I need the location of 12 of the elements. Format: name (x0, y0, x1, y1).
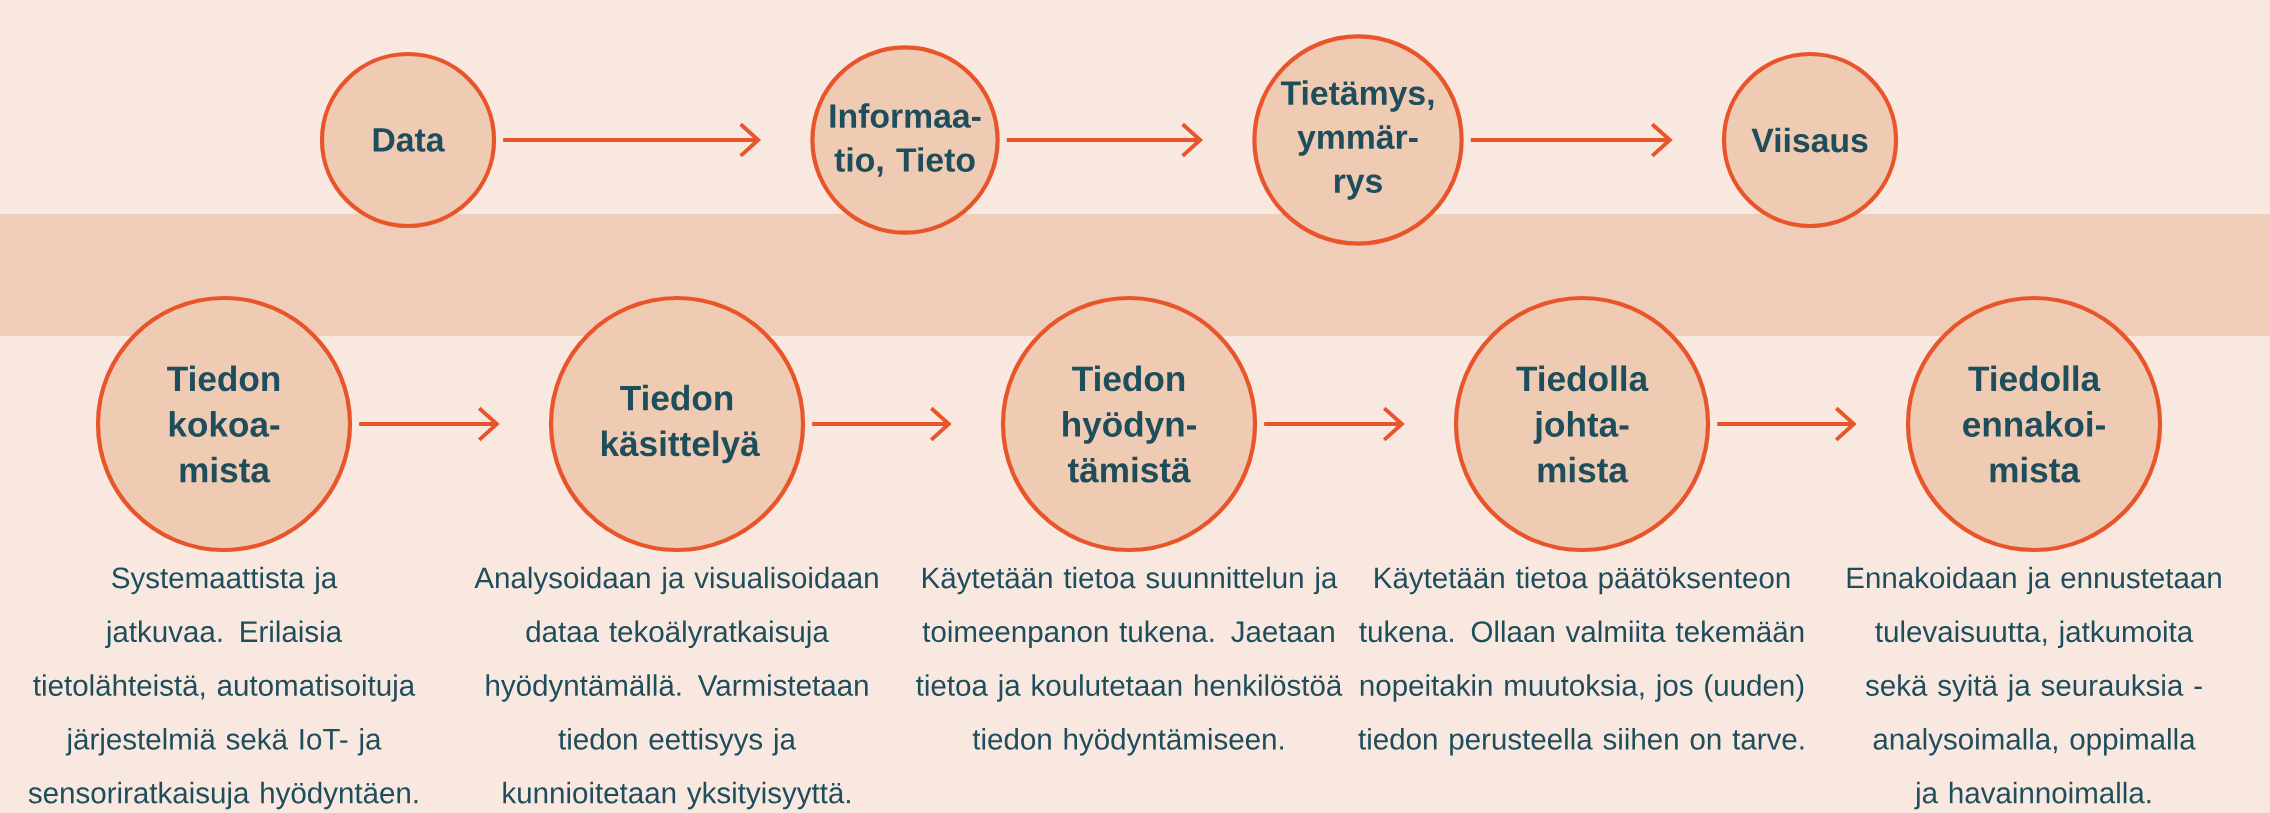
arrow (1470, 122, 1673, 158)
description-text: Käytetään tietoa suunnittelun ja toimeenpanon tukena. Jaetaan tietoa ja koulutetaan henkilöstöä tiedon hyödyntämiseen. (916, 566, 1343, 756)
description-text: Käytetään tietoa päätöksenteon tukena. Ollaan valmiita tekemään nopeitakin muutoksia, jos (uuden) tiedon perusteella siihen on tarve. (1358, 566, 1804, 756)
arrow (1264, 406, 1405, 442)
arrow (503, 122, 762, 158)
arrow (1717, 406, 1857, 442)
arrow (359, 406, 500, 442)
description-text: Systemaattista ja jatkuvaa. Erilaisia tietolähteistä, automatisoituja järjestelmiä sekä IoT- ja sensoriratkaisuja hyödyntäen. (28, 566, 418, 810)
description-text: Ennakoidaan ja ennustetaan tulevaisuutta, jatkumoita sekä syitä ja seurauksia - analysoimalla, oppimalla ja havainnoimalla. (1847, 566, 2221, 810)
description-text: Analysoidaan ja visualisoidaan dataa tekoälyratkaisuja hyödyntämällä. Varmistetaan tiedon eettisyys ja kunnioitetaan yksityisyyttä. (474, 566, 878, 810)
arrow (1006, 122, 1204, 158)
arrow (812, 406, 952, 442)
